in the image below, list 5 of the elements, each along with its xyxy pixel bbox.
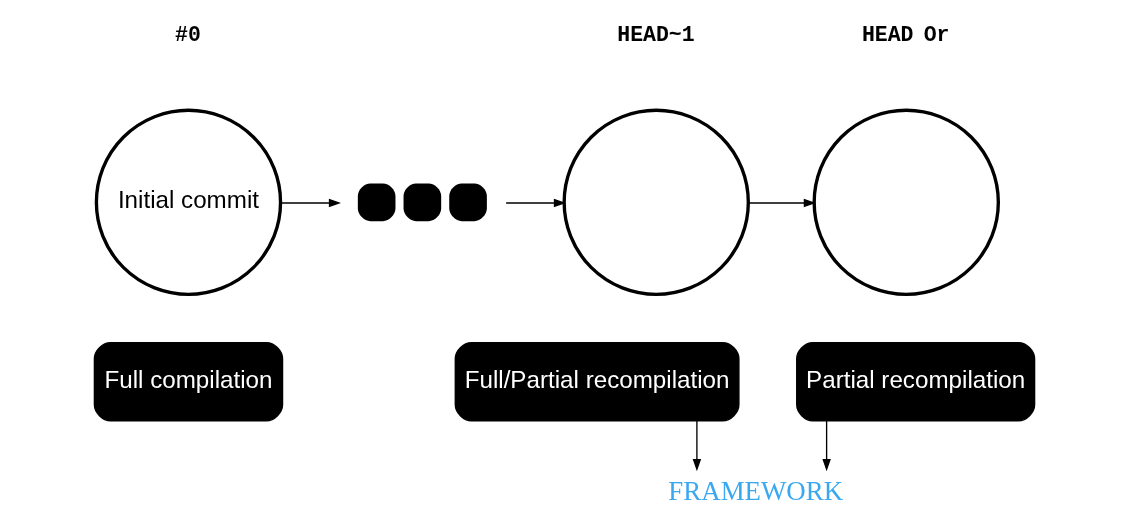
node-text: FRAMEWORK: [667, 476, 843, 507]
node-label: Or: [923, 23, 950, 48]
node-label: #0: [174, 23, 201, 48]
node-label: HEAD~1: [616, 23, 695, 48]
node-label: HEAD: [861, 23, 914, 48]
